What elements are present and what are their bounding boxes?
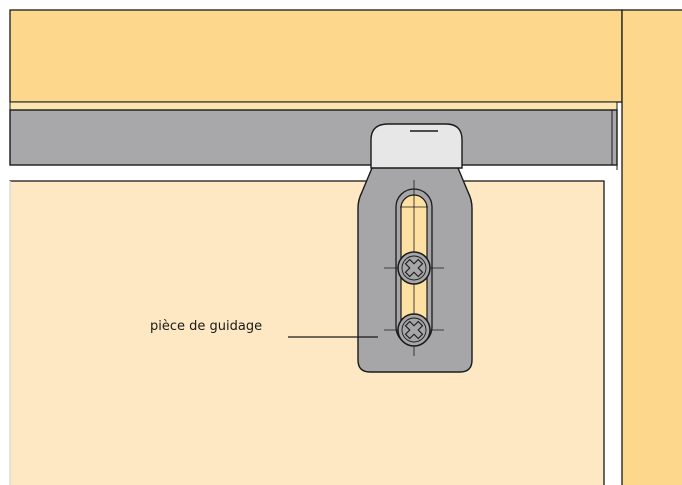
guide-piece-cap (370, 123, 463, 169)
top-cabinet-panel (9, 9, 623, 103)
phillips-screw-icon (384, 251, 444, 285)
top-panel-edge-strip (9, 101, 618, 111)
right-cabinet-panel (621, 9, 682, 485)
door-panel (9, 180, 605, 485)
top-guide-rail (9, 109, 618, 166)
phillips-screw-icon (384, 313, 444, 347)
callout-label: pièce de guidage (150, 319, 263, 334)
